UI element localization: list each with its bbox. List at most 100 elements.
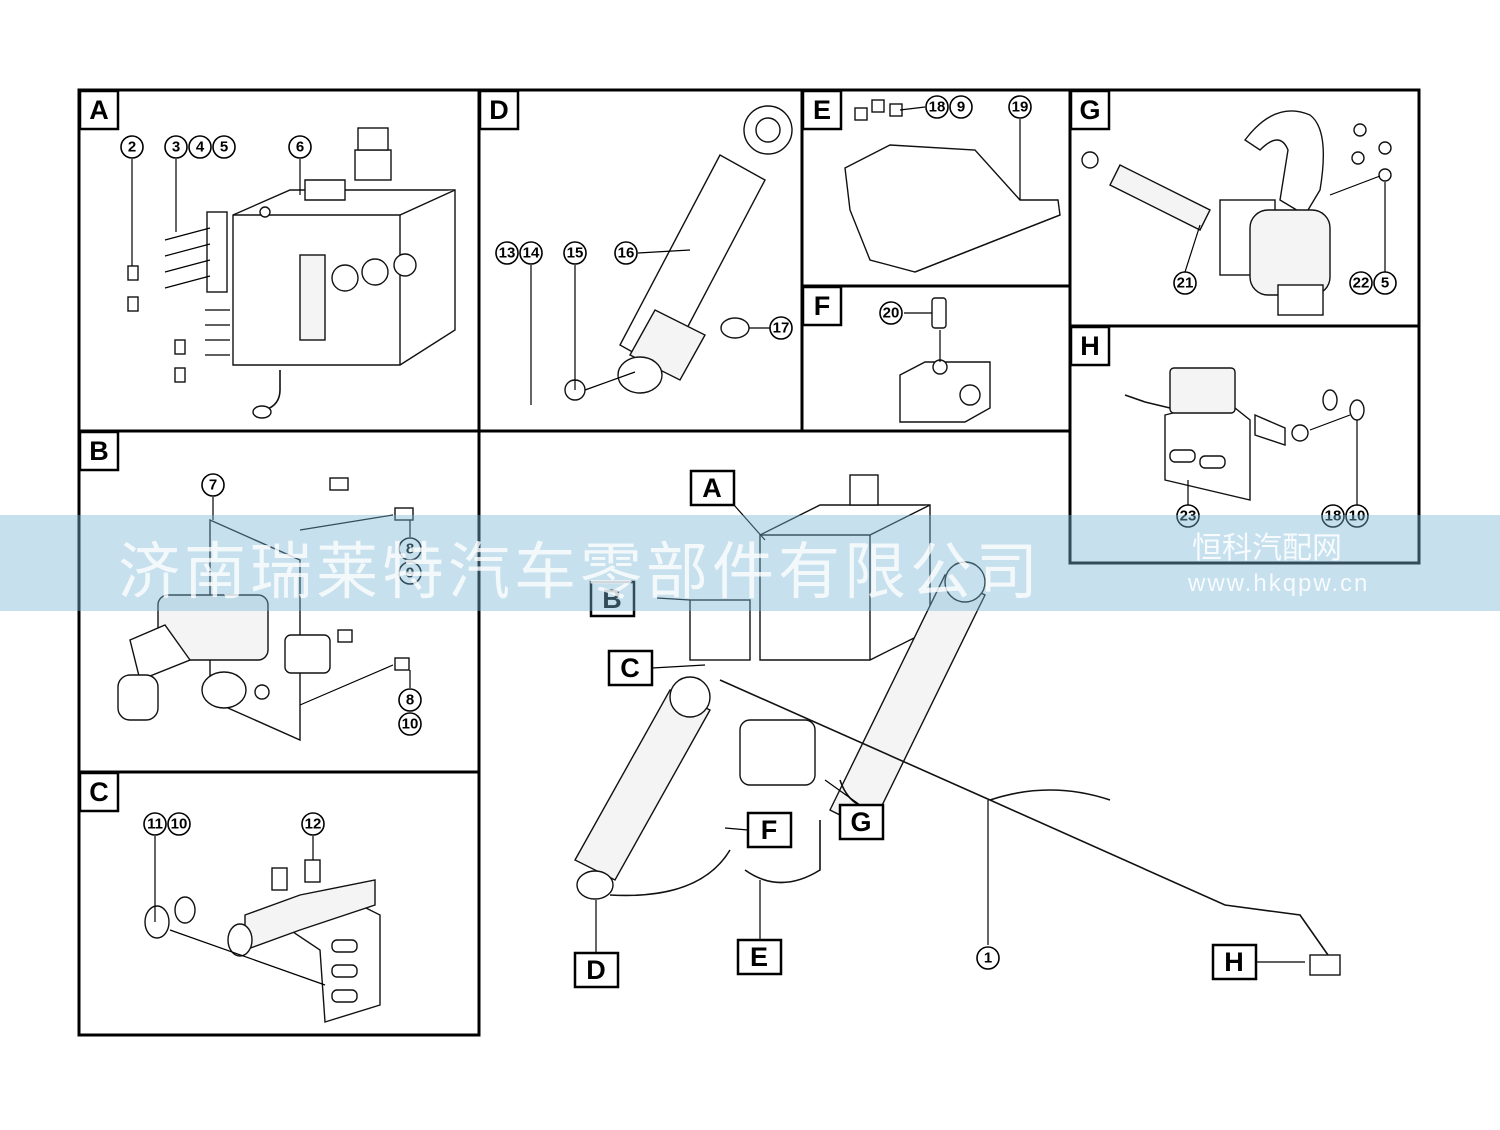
- svg-text:8: 8: [406, 541, 414, 558]
- pump-valve-drawing: [117, 477, 414, 742]
- svg-text:15: 15: [567, 245, 584, 262]
- panel-G-tag: G: [1069, 89, 1111, 131]
- svg-text:11: 11: [147, 816, 163, 833]
- switch-bracket-drawing: [1124, 367, 1365, 505]
- watermark-site-name: 恒科汽配网: [1192, 531, 1342, 566]
- reservoir-tank-drawing: [127, 127, 456, 419]
- svg-text:H: H: [1080, 331, 1100, 361]
- callout-5: 5: [212, 135, 236, 159]
- watermark-url: www.hkqpw.cn: [1188, 570, 1370, 597]
- svg-text:E: E: [813, 95, 831, 125]
- drive-pump-drawing: [1081, 110, 1392, 316]
- svg-text:22: 22: [1353, 275, 1370, 292]
- callout-15: 15: [563, 241, 587, 265]
- callout-5-g: 5: [1373, 271, 1397, 295]
- callout-1: 1: [976, 946, 1000, 970]
- overview-tag-C: C: [607, 649, 654, 687]
- svg-text:C: C: [620, 653, 640, 683]
- svg-text:13: 13: [499, 245, 516, 262]
- svg-text:20: 20: [883, 305, 900, 322]
- svg-text:B: B: [89, 436, 109, 466]
- svg-text:2: 2: [128, 139, 136, 156]
- svg-text:F: F: [814, 291, 831, 321]
- callout-19: 19: [1008, 95, 1032, 119]
- callout-6: 6: [288, 135, 312, 159]
- svg-text:E: E: [750, 942, 768, 972]
- svg-text:G: G: [1079, 95, 1100, 125]
- callout-2: 2: [120, 135, 144, 159]
- callout-7: 7: [201, 473, 225, 497]
- callout-9-e: 9: [949, 95, 973, 119]
- svg-text:17: 17: [773, 320, 790, 337]
- svg-text:7: 7: [209, 477, 217, 494]
- watermark-band: [0, 515, 1500, 611]
- callout-18-e: 18: [925, 95, 949, 119]
- svg-text:F: F: [761, 815, 778, 845]
- svg-text:19: 19: [1012, 99, 1029, 116]
- svg-text:21: 21: [1177, 275, 1194, 292]
- overview-tag-E: E: [736, 938, 783, 976]
- svg-text:H: H: [1224, 947, 1244, 977]
- svg-text:10: 10: [1349, 508, 1366, 525]
- svg-text:3: 3: [172, 139, 180, 156]
- callout-14: 14: [519, 241, 543, 265]
- overview-tag-B: B: [589, 580, 636, 618]
- svg-text:18: 18: [929, 99, 946, 116]
- callout-3: 3: [164, 135, 188, 159]
- svg-text:14: 14: [523, 245, 540, 262]
- pressure-sensor-drawing: [899, 297, 991, 423]
- callout-21: 21: [1173, 271, 1197, 295]
- callout-10-h: 10: [1345, 504, 1369, 528]
- svg-text:A: A: [89, 95, 109, 125]
- callout-12: 12: [301, 812, 325, 836]
- svg-text:D: D: [586, 955, 606, 985]
- callout-10-c: 10: [167, 812, 191, 836]
- svg-text:B: B: [602, 584, 622, 614]
- svg-text:10: 10: [171, 816, 188, 833]
- svg-text:1: 1: [984, 950, 992, 967]
- svg-text:5: 5: [220, 139, 228, 156]
- hydraulic-cylinder-drawing: [530, 105, 793, 405]
- panel-A-tag: A: [78, 89, 120, 131]
- svg-text:8: 8: [406, 692, 414, 709]
- overview-tag-A: A: [689, 469, 736, 507]
- callout-4: 4: [188, 135, 212, 159]
- callout-18-h: 18: [1321, 504, 1345, 528]
- panel-H-tag: H: [1069, 325, 1111, 367]
- callout-16: 16: [614, 241, 638, 265]
- overview-tag-D: D: [573, 951, 620, 989]
- panel-B-tag: B: [78, 430, 120, 472]
- callout-22: 22: [1349, 271, 1373, 295]
- svg-text:6: 6: [296, 139, 304, 156]
- svg-text:4: 4: [196, 139, 205, 156]
- svg-text:10: 10: [402, 716, 419, 733]
- callout-8-lower: 8: [398, 688, 422, 712]
- valve-bracket-drawing: [144, 836, 381, 1023]
- svg-text:16: 16: [618, 245, 635, 262]
- cover-plate-drawing: [844, 99, 1061, 273]
- panel-D-tag: D: [478, 89, 520, 131]
- callout-8: 8: [398, 537, 422, 561]
- callout-10: 10: [398, 712, 422, 736]
- panel-frames: [77, 88, 1421, 1037]
- svg-text:18: 18: [1325, 508, 1342, 525]
- callout-20: 20: [879, 301, 903, 325]
- svg-text:5: 5: [1381, 275, 1389, 292]
- callout-11: 11: [143, 812, 167, 836]
- svg-text:9: 9: [957, 99, 965, 116]
- panel-C-tag: C: [78, 771, 120, 813]
- overview-tag-G: G: [838, 803, 885, 841]
- overview-tag-F: F: [746, 811, 793, 849]
- panel-F-tag: F: [801, 285, 843, 327]
- svg-text:C: C: [89, 777, 109, 807]
- svg-text:12: 12: [305, 816, 322, 833]
- overview-assembly-drawing: [574, 474, 1341, 976]
- callout-23: 23: [1176, 504, 1200, 528]
- callout-17: 17: [769, 316, 793, 340]
- svg-text:9: 9: [406, 565, 414, 582]
- svg-text:D: D: [489, 95, 509, 125]
- callout-13: 13: [495, 241, 519, 265]
- svg-text:A: A: [702, 473, 722, 503]
- overview-tag-H: H: [1211, 943, 1258, 981]
